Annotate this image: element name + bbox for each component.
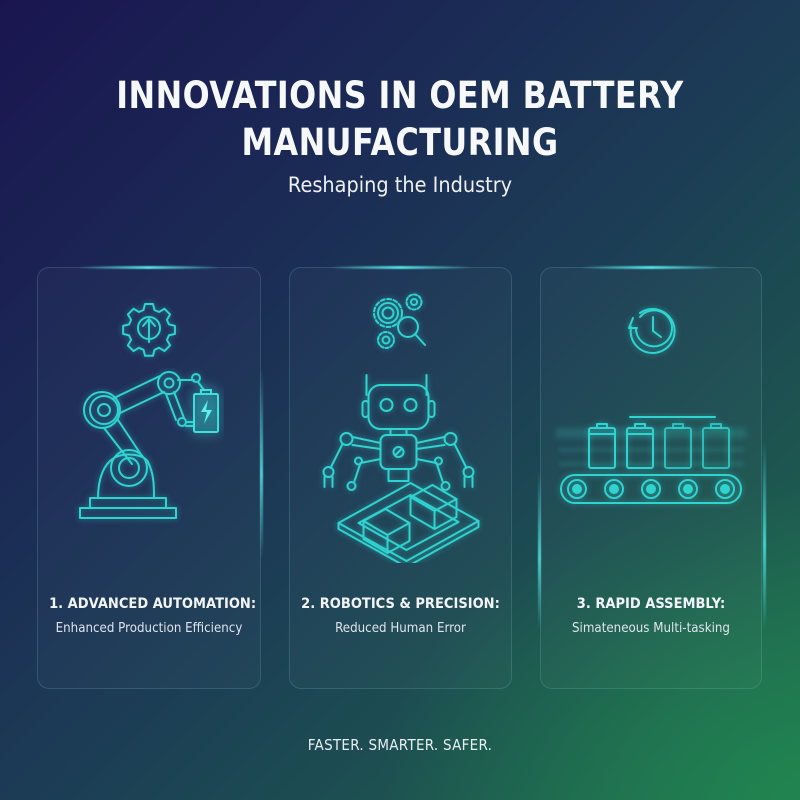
page-subtitle: Reshaping the Industry [287,173,513,197]
card-description: Reduced Human Error [335,620,466,636]
feature-card-assembly: 3. RAPID ASSEMBLY: Simateneous Multi-tas… [540,267,762,689]
glow-accent [260,370,263,560]
feature-card-automation: 1. ADVANCED AUTOMATION: Enhanced Product… [37,267,261,689]
card-heading: 2. ROBOTICS & PRECISION: [301,596,500,612]
gear-arrow-up-icon [122,303,176,357]
card-heading: 3. RAPID ASSEMBLY: [576,596,726,612]
card-heading: 1. ADVANCED AUTOMATION: [49,596,257,612]
glow-accent [763,440,766,630]
clock-cycle-icon [628,308,676,355]
footer-tagline: FASTER. SMARTER. SAFER. [307,736,493,754]
page-title: INNOVATIONS IN OEM BATTERY MANUFACTURING [116,74,684,164]
battery-conveyor-icon [556,416,746,504]
robotic-arm-battery-icon [79,371,219,519]
card-description: Simateneous Multi-tasking [572,620,730,636]
gears-magnifier-icon [372,293,426,349]
feature-card-robotics: 2. ROBOTICS & PRECISION: Reduced Human E… [289,267,512,689]
card-description: Enhanced Production Efficiency [55,620,243,636]
robot-assembling-boxes-icon [322,374,479,563]
